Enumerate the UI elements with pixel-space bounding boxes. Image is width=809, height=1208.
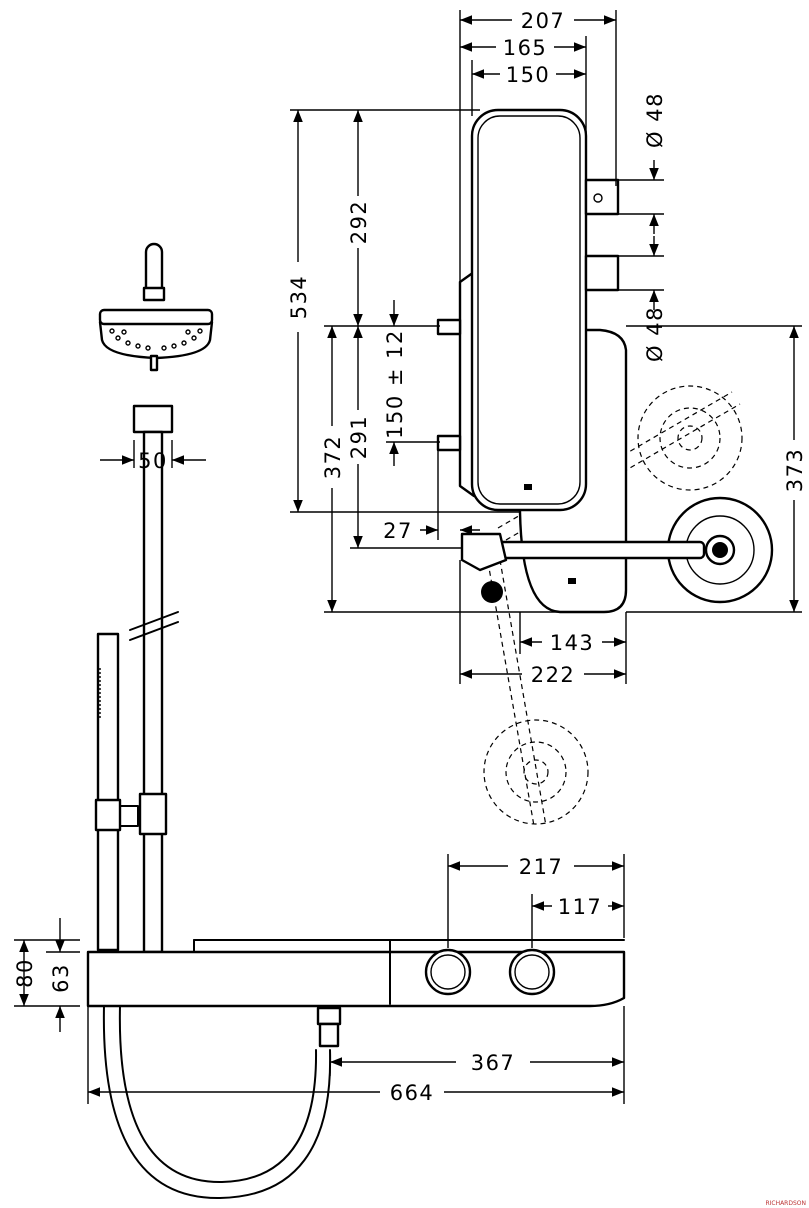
dimension-217: 217 bbox=[447, 854, 625, 948]
hand-shower bbox=[94, 632, 139, 952]
dimension-292-label: 292 bbox=[347, 200, 371, 245]
dimension-117: 117 bbox=[531, 894, 624, 948]
dimension-373: 373 bbox=[626, 325, 807, 613]
dimension-27: 27 bbox=[383, 450, 480, 543]
dimension-50: 50 bbox=[100, 440, 206, 473]
dimension-534-label: 534 bbox=[287, 275, 311, 320]
dimension-367-label: 367 bbox=[471, 1051, 516, 1075]
dimension-292: 292 bbox=[347, 110, 371, 326]
dimension-diameter-48-lower-label: Ø 48 bbox=[643, 306, 667, 362]
dimension-150-label: 150 bbox=[506, 63, 551, 87]
dimension-150-tolerance-label: 150 ± 12 bbox=[383, 329, 407, 439]
dimension-diameter-48-upper: Ø 48 bbox=[618, 92, 667, 234]
dimension-50-label: 50 bbox=[138, 449, 168, 473]
shower-hose bbox=[102, 1005, 342, 1200]
shower-rail bbox=[129, 404, 179, 954]
dimension-165-label: 165 bbox=[503, 36, 548, 60]
dimension-80: 80 bbox=[13, 939, 80, 1007]
dimension-222-label: 222 bbox=[531, 663, 576, 687]
dimension-217-label: 217 bbox=[519, 855, 564, 879]
thermostat-shelf bbox=[86, 939, 626, 1008]
dimension-372-label: 372 bbox=[321, 435, 345, 480]
dimension-80-label: 80 bbox=[13, 958, 37, 988]
dimension-207-label: 207 bbox=[521, 9, 566, 33]
dimension-117-label: 117 bbox=[558, 895, 603, 919]
watermark: RICHARDSON bbox=[765, 1200, 806, 1207]
dimension-291-label: 291 bbox=[347, 415, 371, 460]
dimension-diameter-48-upper-label: Ø 48 bbox=[643, 92, 667, 148]
dimension-534: 534 bbox=[287, 109, 520, 513]
dimension-222: 222 bbox=[459, 560, 626, 687]
dimension-63-label: 63 bbox=[49, 963, 73, 993]
dimension-291: 291 bbox=[347, 325, 462, 549]
dimension-165: 165 bbox=[460, 36, 587, 186]
dimension-373-label: 373 bbox=[783, 448, 807, 493]
dimension-63: 63 bbox=[46, 918, 80, 1032]
dimension-diameter-48-lower: Ø 48 bbox=[618, 236, 667, 362]
dimension-27-label: 27 bbox=[383, 519, 413, 543]
dimension-367: 367 bbox=[329, 1006, 625, 1104]
overhead-shower-head bbox=[98, 242, 214, 372]
dimension-664-label: 664 bbox=[390, 1081, 435, 1105]
dimension-143-label: 143 bbox=[550, 631, 595, 655]
dimension-664: 664 bbox=[87, 1006, 624, 1105]
dimension-207: 207 bbox=[459, 9, 617, 290]
swing-arm bbox=[460, 496, 774, 604]
dimension-150: 150 bbox=[471, 60, 586, 116]
dimension-143: 143 bbox=[519, 612, 627, 684]
dimension-150-tolerance: 150 ± 12 bbox=[383, 300, 440, 466]
